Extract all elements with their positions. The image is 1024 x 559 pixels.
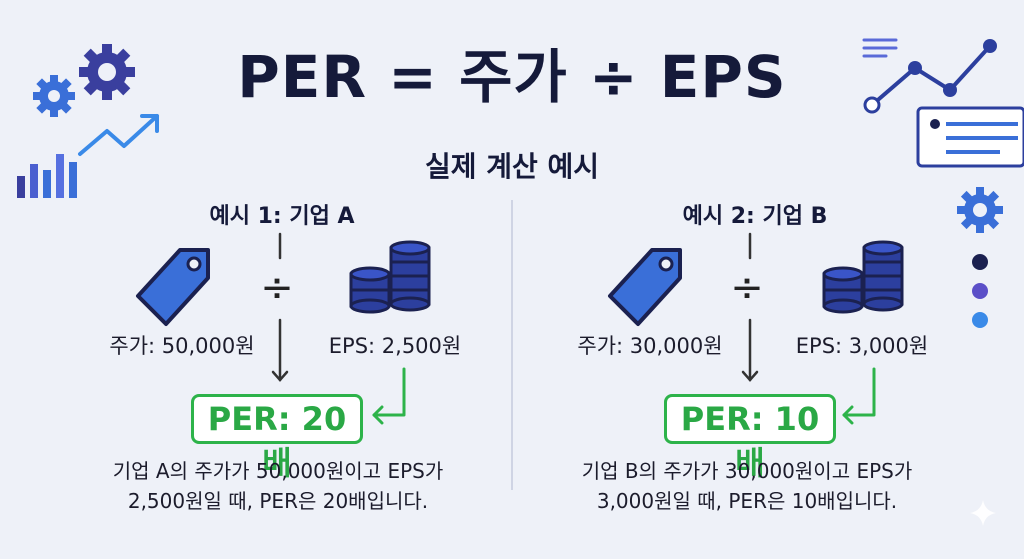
coin-stack-icon (349, 240, 431, 314)
gear-icon (33, 75, 75, 117)
bar-chart-icon (17, 154, 77, 198)
divide-operator: ÷ (730, 265, 764, 311)
example-2-result-box: PER: 10배 (664, 394, 836, 482)
description-line: 2,500원일 때, PER은 20배입니다. (127, 489, 429, 513)
chart-card-decoration (862, 38, 1024, 328)
dot-icon (972, 312, 988, 328)
description-line: 3,000원일 때, PER은 10배입니다. (596, 489, 898, 513)
example-1-result-box: PER: 20배 (191, 394, 363, 482)
trend-arrow-icon (78, 114, 159, 156)
gear-icon (957, 187, 1003, 233)
flow-arrow-down (741, 232, 759, 382)
gear-icon (79, 44, 135, 100)
page-subtitle: 실제 계산 예시 (424, 150, 600, 183)
flow-arrow-left (372, 367, 406, 425)
dot-icon (972, 254, 988, 270)
example-1-heading: 예시 1: 기업 A (209, 204, 355, 229)
price-tag-icon (136, 248, 210, 326)
description-line: 기업 B의 주가가 30,000원이고 EPS가 (581, 459, 913, 483)
example-2-heading: 예시 2: 기업 B (682, 204, 828, 229)
description-line: 기업 A의 주가가 50,000원이고 EPS가 (112, 459, 444, 483)
price-tag-icon (608, 248, 682, 326)
line-chart-icon (863, 39, 997, 114)
menu-lines-icon (862, 38, 898, 58)
sparkle-icon (970, 500, 996, 526)
example-1-price-label: 주가: 50,000원 (109, 334, 255, 358)
example-1-eps-label: EPS: 2,500원 (328, 334, 462, 358)
column-divider (511, 200, 513, 490)
gears-chart-decoration (17, 44, 159, 198)
flow-arrow-left (842, 367, 876, 425)
example-2-price-label: 주가: 30,000원 (577, 334, 723, 358)
coin-stack-icon (822, 240, 904, 314)
document-card-icon (916, 106, 1024, 168)
example-1-description: 기업 A의 주가가 50,000원이고 EPS가 2,500원일 때, PER은… (58, 456, 498, 516)
example-2-eps-label: EPS: 3,000원 (795, 334, 929, 358)
flow-arrow-down (271, 232, 289, 382)
divide-operator: ÷ (260, 265, 294, 311)
page-title: PER = 주가 ÷ EPS (237, 43, 787, 111)
dot-icon (972, 283, 988, 299)
example-2-description: 기업 B의 주가가 30,000원이고 EPS가 3,000원일 때, PER은… (527, 456, 967, 516)
